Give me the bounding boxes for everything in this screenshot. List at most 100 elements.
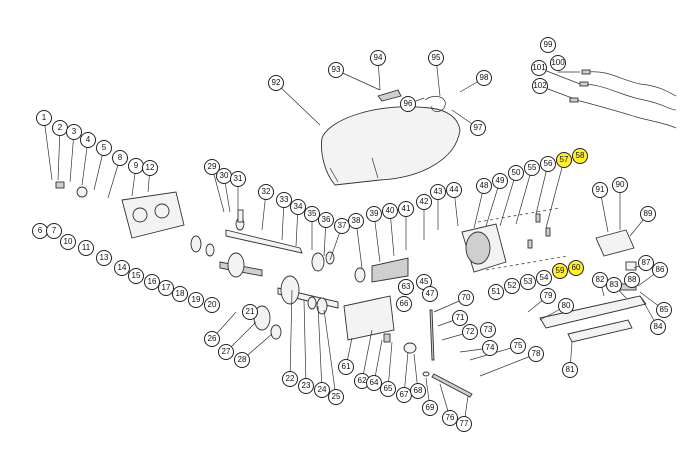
shaft-part — [225, 229, 303, 254]
callout-20[interactable]: 20 — [204, 297, 220, 313]
callout-26[interactable]: 26 — [204, 331, 220, 347]
callout-12[interactable]: 12 — [142, 160, 158, 176]
callout-99[interactable]: 99 — [540, 37, 556, 53]
callout-40[interactable]: 40 — [382, 203, 398, 219]
callout-43[interactable]: 43 — [430, 184, 446, 200]
callout-100[interactable]: 100 — [550, 55, 566, 71]
callout-94[interactable]: 94 — [370, 50, 386, 66]
callout-1[interactable]: 1 — [36, 110, 52, 126]
callout-15[interactable]: 15 — [128, 268, 144, 284]
callout-60[interactable]: 60 — [568, 260, 584, 276]
callout-52[interactable]: 52 — [504, 278, 520, 294]
callout-84[interactable]: 84 — [650, 319, 666, 335]
callout-89[interactable]: 89 — [640, 206, 656, 222]
mounting-rail-part — [539, 295, 647, 329]
callout-38[interactable]: 38 — [348, 213, 364, 229]
callout-4[interactable]: 4 — [80, 132, 96, 148]
callout-92[interactable]: 92 — [268, 75, 284, 91]
callout-97[interactable]: 97 — [470, 120, 486, 136]
callout-98[interactable]: 98 — [476, 70, 492, 86]
callout-80[interactable]: 80 — [558, 298, 574, 314]
callout-75[interactable]: 75 — [510, 338, 526, 354]
callout-73[interactable]: 73 — [480, 322, 496, 338]
callout-87[interactable]: 87 — [638, 255, 654, 271]
callout-31[interactable]: 31 — [230, 171, 246, 187]
cover-part — [321, 106, 461, 186]
callout-34[interactable]: 34 — [290, 199, 306, 215]
callout-93[interactable]: 93 — [328, 62, 344, 78]
callout-44[interactable]: 44 — [446, 182, 462, 198]
callout-27[interactable]: 27 — [218, 344, 234, 360]
callout-39[interactable]: 39 — [366, 206, 382, 222]
callout-68[interactable]: 68 — [410, 383, 426, 399]
callout-33[interactable]: 33 — [276, 192, 292, 208]
callout-54[interactable]: 54 — [536, 270, 552, 286]
callout-76[interactable]: 76 — [442, 410, 458, 426]
callout-85[interactable]: 85 — [656, 302, 672, 318]
callout-13[interactable]: 13 — [96, 250, 112, 266]
callout-77[interactable]: 77 — [456, 416, 472, 432]
callout-50[interactable]: 50 — [508, 165, 524, 181]
callout-72[interactable]: 72 — [462, 324, 478, 340]
callout-101[interactable]: 101 — [531, 60, 547, 76]
callout-42[interactable]: 42 — [416, 194, 432, 210]
callout-18[interactable]: 18 — [172, 286, 188, 302]
callout-96[interactable]: 96 — [400, 96, 416, 112]
callout-55[interactable]: 55 — [524, 160, 540, 176]
callout-14[interactable]: 14 — [114, 260, 130, 276]
left-housing-part — [121, 191, 185, 239]
callout-91[interactable]: 91 — [592, 182, 608, 198]
callout-79[interactable]: 79 — [540, 288, 556, 304]
callout-81[interactable]: 81 — [562, 362, 578, 378]
callout-86[interactable]: 86 — [652, 262, 668, 278]
spindle-part — [429, 309, 435, 361]
callout-74[interactable]: 74 — [482, 340, 498, 356]
callout-58[interactable]: 58 — [572, 148, 588, 164]
callout-57[interactable]: 57 — [556, 152, 572, 168]
callout-102[interactable]: 102 — [532, 78, 548, 94]
callout-41[interactable]: 41 — [398, 201, 414, 217]
callout-23[interactable]: 23 — [298, 378, 314, 394]
callout-5[interactable]: 5 — [96, 140, 112, 156]
callout-29[interactable]: 29 — [204, 159, 220, 175]
callout-66[interactable]: 66 — [396, 296, 412, 312]
callout-28[interactable]: 28 — [234, 352, 250, 368]
rotor-part — [371, 257, 409, 283]
callout-88[interactable]: 88 — [624, 272, 640, 288]
callout-22[interactable]: 22 — [282, 371, 298, 387]
callout-71[interactable]: 71 — [452, 310, 468, 326]
callout-53[interactable]: 53 — [520, 274, 536, 290]
callout-63[interactable]: 63 — [398, 279, 414, 295]
callout-7[interactable]: 7 — [46, 223, 62, 239]
callout-8[interactable]: 8 — [112, 150, 128, 166]
callout-78[interactable]: 78 — [528, 346, 544, 362]
callout-10[interactable]: 10 — [60, 234, 76, 250]
callout-82[interactable]: 82 — [592, 272, 608, 288]
callout-19[interactable]: 19 — [188, 292, 204, 308]
callout-51[interactable]: 51 — [488, 284, 504, 300]
callout-59[interactable]: 59 — [552, 263, 568, 279]
callout-69[interactable]: 69 — [422, 400, 438, 416]
gearbox-part — [343, 295, 395, 341]
callout-25[interactable]: 25 — [328, 389, 344, 405]
callout-49[interactable]: 49 — [492, 173, 508, 189]
callout-90[interactable]: 90 — [612, 177, 628, 193]
cable-part — [587, 71, 677, 97]
callout-24[interactable]: 24 — [314, 382, 330, 398]
callout-61[interactable]: 61 — [338, 359, 354, 375]
callout-11[interactable]: 11 — [78, 240, 94, 256]
callout-70[interactable]: 70 — [458, 290, 474, 306]
callout-3[interactable]: 3 — [66, 124, 82, 140]
callout-95[interactable]: 95 — [428, 50, 444, 66]
callout-56[interactable]: 56 — [540, 156, 556, 172]
callout-36[interactable]: 36 — [318, 212, 334, 228]
callout-47[interactable]: 47 — [422, 286, 438, 302]
callout-83[interactable]: 83 — [606, 277, 622, 293]
control-board-part — [595, 229, 635, 257]
callout-65[interactable]: 65 — [380, 381, 396, 397]
callout-48[interactable]: 48 — [476, 178, 492, 194]
callout-21[interactable]: 21 — [242, 304, 258, 320]
callout-32[interactable]: 32 — [258, 184, 274, 200]
